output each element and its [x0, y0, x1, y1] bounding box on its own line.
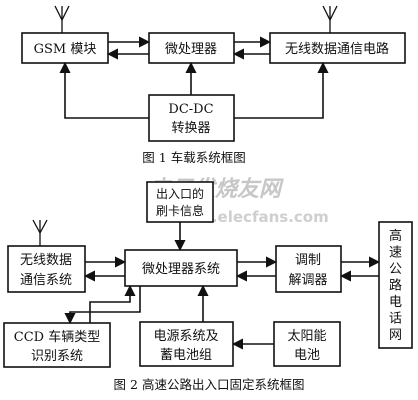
mcu-label: 微处理器 — [165, 42, 217, 57]
modem-line1: 调制 — [295, 253, 321, 268]
phone-network-char: 速 — [389, 246, 402, 261]
ccd-to-mcu-arrow — [89, 284, 136, 323]
power-system-line2: 蓄电池组 — [160, 348, 212, 363]
dcdc-label-line1: DC-DC — [168, 102, 213, 117]
dcdc-label-line2: 转换器 — [171, 121, 210, 136]
figure-1: GSM 模块 微处理器 无线数据通信电路 DC-DC 转换器 图 1 车载系统框… — [21, 5, 406, 165]
ccd-line1: CCD 车辆类型 — [14, 329, 100, 345]
phone-network-char: 路 — [389, 278, 402, 294]
power-system-box — [139, 321, 234, 367]
wireless-antenna-icon — [322, 5, 338, 33]
phone-network-char: 公 — [389, 262, 402, 277]
dcdc-to-gsm-arrow — [59, 61, 149, 119]
card-info-line1: 出入口的 — [156, 186, 204, 201]
mcu-system-label: 微处理器系统 — [142, 262, 220, 277]
ccd-line2: 识别系统 — [31, 349, 83, 364]
solar-box — [273, 321, 341, 367]
phone-network-char: 网 — [389, 328, 402, 343]
wireless-system-line1: 无线数据 — [20, 253, 72, 268]
wireless-circuit-box — [269, 32, 406, 64]
wireless-system-antenna-icon — [32, 219, 48, 246]
card-info-line2: 刷卡信息 — [156, 203, 204, 218]
wireless-circuit-label: 无线数据通信电路 — [285, 41, 389, 57]
mcu-to-ccd-arrow — [64, 286, 141, 325]
gsm-module-label: GSM 模块 — [34, 42, 97, 57]
phone-network-char: 电 — [389, 295, 402, 310]
mcu-box — [148, 32, 235, 64]
power-system-line1: 电源系统及 — [153, 329, 218, 344]
gsm-antenna-icon — [54, 5, 70, 33]
ccd-box — [3, 322, 111, 368]
mcu-system-box — [124, 249, 238, 287]
solar-line1: 太阳能 — [287, 329, 326, 344]
figure-2: 出入口的 刷卡信息 无线数据 通信系统 微处理器系统 调制 解调器 高速公路电话… — [3, 181, 413, 392]
wireless-system-line2: 通信系统 — [20, 273, 72, 288]
wireless-system-box — [7, 245, 86, 293]
modem-box — [275, 245, 342, 293]
figure-2-caption: 图 2 高速公路出入口固定系统框图 — [114, 377, 305, 392]
modem-line2: 解调器 — [288, 273, 327, 288]
phone-network-box — [378, 221, 413, 349]
solar-line2: 电池 — [294, 348, 320, 363]
card-info-box — [146, 181, 214, 223]
gsm-module-box — [21, 32, 109, 64]
phone-network-char: 话 — [389, 312, 402, 327]
dcdc-to-wireless-arrow — [234, 61, 329, 119]
figure-1-caption: 图 1 车载系统框图 — [142, 150, 245, 165]
phone-network-char: 高 — [389, 228, 402, 244]
